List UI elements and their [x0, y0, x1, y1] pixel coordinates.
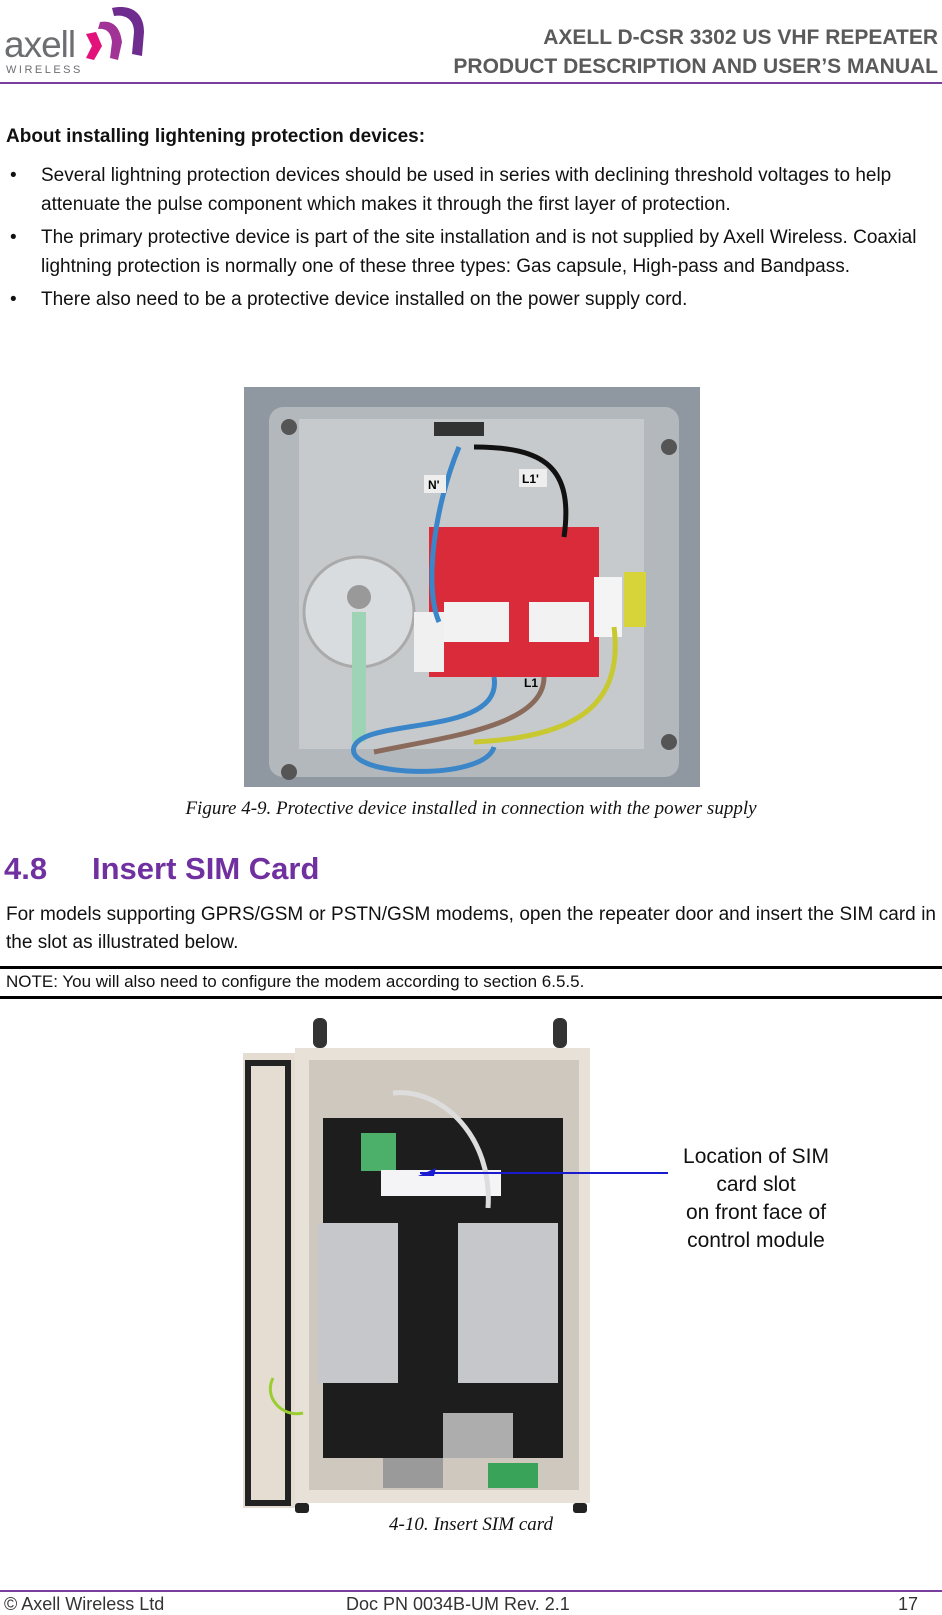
logo-subtitle: WIRELESS: [6, 64, 83, 76]
svg-text:N': N': [428, 478, 440, 492]
footer-copyright: © Axell Wireless Ltd: [4, 1594, 165, 1614]
callout-line-2: card slot: [716, 1173, 796, 1196]
junction-box-illustration: N' L1' L1: [244, 387, 700, 787]
figure-caption: Figure 4-9. Protective device installed …: [185, 798, 757, 819]
svg-text:L1: L1: [524, 676, 538, 690]
section-number: 4.8: [4, 851, 48, 886]
note-text: NOTE: You will also need to configure th…: [6, 972, 585, 991]
callout-leader-line: [420, 1172, 668, 1174]
bullet-text: The primary protective device is part of…: [41, 227, 917, 277]
repeater-cabinet-illustration: [243, 1018, 619, 1515]
callout-line-4: control module: [687, 1229, 825, 1252]
callout-line-1: Location of SIM: [683, 1145, 829, 1168]
bullet-icon: •: [10, 227, 17, 248]
callout-line-3: on front face of: [685, 1201, 827, 1224]
list-item: • Several lightning protection devices s…: [0, 162, 942, 219]
note-bottom-rule: [0, 996, 942, 999]
header-divider: [0, 82, 942, 84]
lightning-bullet-list: • Several lightning protection devices s…: [0, 162, 942, 320]
bullet-icon: •: [10, 289, 17, 310]
document-subtitle: PRODUCT DESCRIPTION AND USER’S MANUAL: [453, 55, 938, 78]
lightning-heading: About installing lightening protection d…: [6, 126, 426, 147]
footer-doc-number: Doc PN 0034B-UM Rev. 2.1: [346, 1594, 570, 1614]
footer-divider: [0, 1590, 942, 1592]
figure-caption: 4-10. Insert SIM card: [389, 1514, 553, 1535]
callout-arrow-icon: [418, 1168, 436, 1176]
logo-wordmark: axell: [4, 24, 76, 65]
bullet-text: There also need to be a protective devic…: [41, 289, 688, 310]
axell-logo: axell WIRELESS: [0, 0, 150, 80]
repeater-open-door-photo: [243, 1018, 619, 1515]
document-title: AXELL D-CSR 3302 US VHF REPEATER: [543, 26, 938, 49]
section-paragraph: For models supporting GPRS/GSM or PSTN/G…: [6, 904, 936, 953]
section-title: Insert SIM Card: [92, 851, 320, 886]
page-number: 17: [897, 1594, 918, 1614]
list-item: • The primary protective device is part …: [0, 224, 942, 281]
bullet-text: Several lightning protection devices sho…: [41, 165, 892, 215]
axell-logo-mark-icon: [86, 7, 144, 61]
sim-slot-callout: Location of SIM card slot on front face …: [668, 1143, 844, 1255]
note-top-rule: [0, 966, 942, 969]
protective-device-photo: N' L1' L1: [244, 387, 700, 787]
bullet-icon: •: [10, 165, 17, 186]
svg-text:L1': L1': [522, 472, 539, 486]
list-item: • There also need to be a protective dev…: [0, 286, 942, 315]
